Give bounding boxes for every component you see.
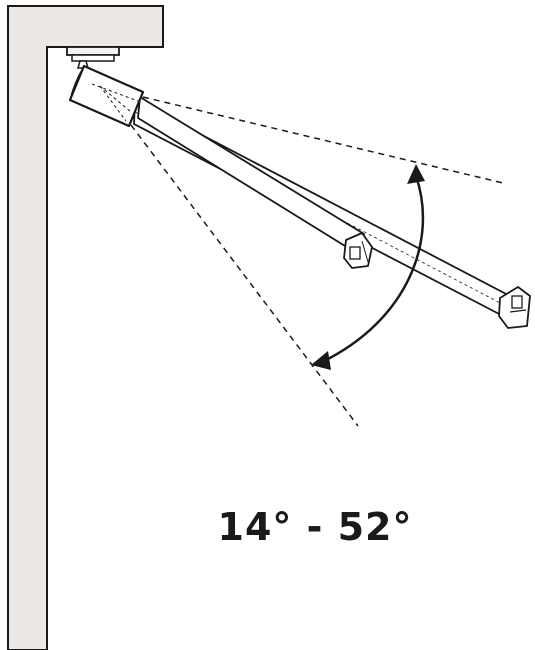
awning-arm-front <box>137 96 365 255</box>
arrowhead-up <box>407 164 425 184</box>
angle-range-label: 14° - 52° <box>217 505 413 549</box>
wall-and-ceiling <box>7 5 164 650</box>
shoulder-pivot <box>68 64 145 128</box>
lower-limit-line <box>130 124 359 427</box>
arrowhead-down <box>311 351 331 370</box>
angle-arc <box>321 175 425 364</box>
upper-limit-line <box>142 96 504 184</box>
elbow-joint <box>343 232 373 269</box>
end-bracket <box>498 286 531 329</box>
ceiling-mount-bracket <box>66 46 120 69</box>
